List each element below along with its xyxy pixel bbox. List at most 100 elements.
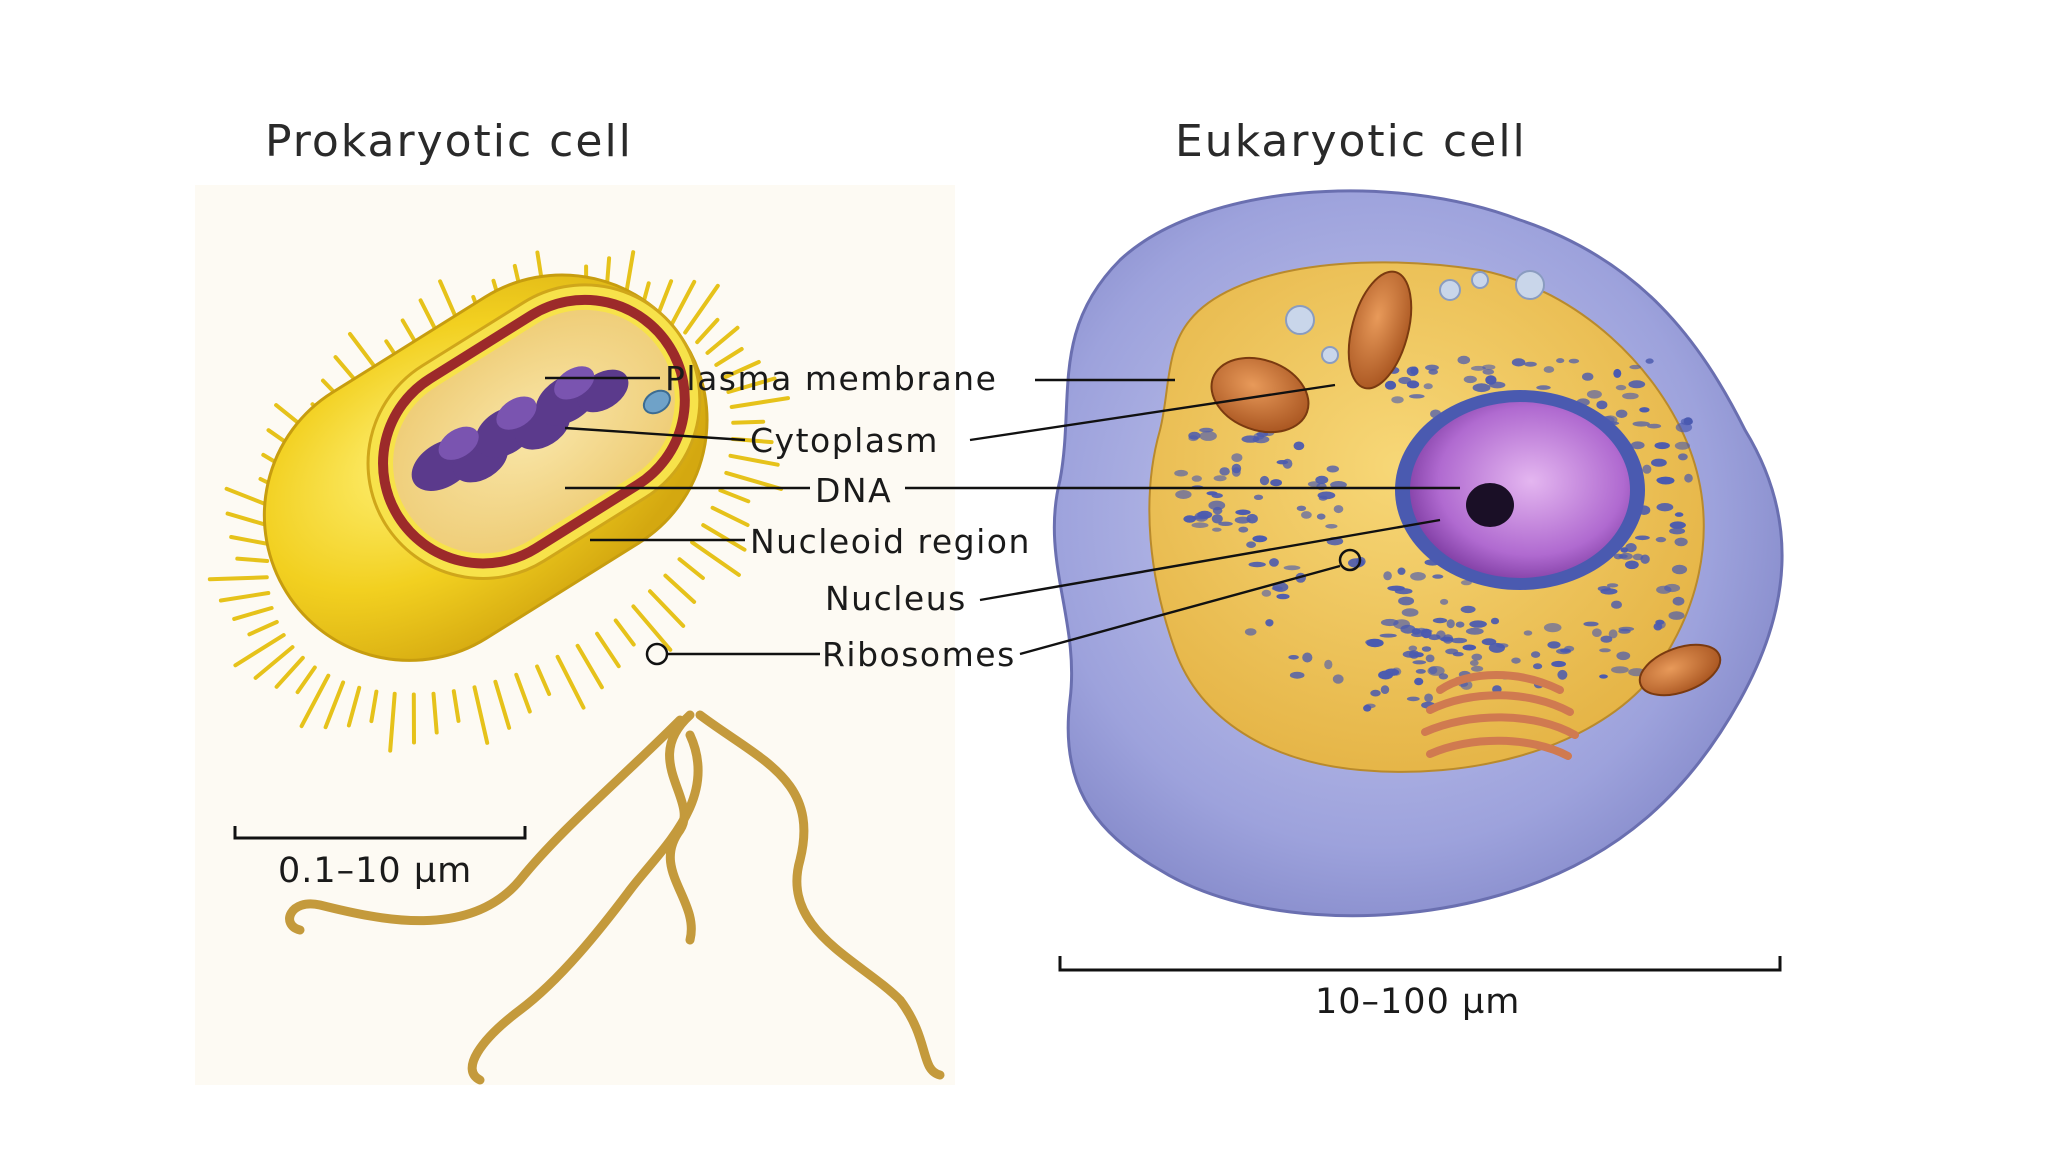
er-granule	[1628, 380, 1646, 389]
pilus	[595, 631, 621, 669]
er-granule	[1556, 358, 1565, 364]
er-granule	[1668, 611, 1685, 620]
pilus	[695, 317, 720, 345]
prokaryotic-scale-label: 0.1–10 µm	[278, 851, 472, 891]
pilus	[431, 691, 439, 735]
er-granule	[1289, 671, 1305, 679]
pilus	[295, 665, 317, 695]
er-granule	[1462, 644, 1477, 651]
er-granule	[1615, 384, 1627, 391]
er-granule	[1394, 588, 1413, 595]
er-granule	[1543, 366, 1555, 373]
pilus	[701, 523, 747, 552]
pilus	[235, 556, 270, 563]
er-granule	[1406, 696, 1420, 702]
er-granule	[1421, 646, 1432, 652]
pilus	[729, 396, 790, 409]
er-granule	[1415, 669, 1426, 674]
er-granule	[1401, 608, 1419, 617]
er-granule	[1642, 464, 1652, 474]
pilus	[705, 325, 740, 355]
er-granule	[1654, 442, 1670, 450]
er-granule	[1332, 674, 1344, 684]
er-granule	[1188, 435, 1199, 442]
er-granule	[1625, 543, 1637, 553]
er-granule	[1608, 629, 1618, 639]
pilus	[274, 655, 305, 689]
er-granule	[1463, 375, 1477, 384]
er-granule	[1425, 364, 1439, 371]
er-granule	[1485, 375, 1497, 385]
mitochondria	[1210, 270, 1722, 697]
er-granule	[1536, 385, 1551, 390]
prokaryotic-cell-illustration	[195, 185, 955, 1085]
er-granule	[1231, 453, 1243, 462]
er-granule	[1671, 564, 1688, 575]
er-granule	[1199, 427, 1214, 433]
er-granule	[1672, 596, 1685, 606]
er-granule	[1283, 565, 1301, 571]
er-granule	[1261, 589, 1272, 597]
pilus	[575, 643, 604, 690]
pilus	[451, 689, 461, 723]
er-granule	[1599, 674, 1608, 679]
er-granule	[1656, 585, 1672, 594]
er-granule	[1383, 571, 1392, 581]
pilus	[472, 685, 490, 745]
er-granule	[1656, 476, 1675, 484]
er-granule	[1583, 621, 1599, 627]
er-granule	[1531, 651, 1541, 658]
er-granule	[1191, 522, 1209, 528]
er-granule	[1253, 494, 1264, 500]
er-granule	[1613, 368, 1622, 378]
prokaryotic-scale-bar: 0.1–10 µm	[233, 826, 527, 891]
nucleolus	[1466, 483, 1514, 527]
er-granule	[1615, 409, 1628, 418]
er-granule	[1199, 431, 1217, 441]
er-granule	[1457, 355, 1471, 365]
label-cytoplasm: Cytoplasm	[750, 421, 939, 460]
er-granule	[1315, 475, 1329, 484]
er-granule	[1301, 511, 1312, 519]
er-granule	[1490, 617, 1500, 625]
er-granule	[1219, 467, 1230, 476]
er-granule	[1252, 535, 1268, 543]
er-granule	[1465, 627, 1484, 635]
er-granule	[1438, 673, 1449, 680]
er-granule	[1246, 541, 1256, 548]
er-granule	[1324, 659, 1333, 670]
er-granule	[1276, 593, 1290, 600]
er-granule	[1653, 622, 1663, 631]
er-granule	[1597, 586, 1611, 592]
er-granule	[1370, 689, 1381, 697]
er-granule	[1543, 623, 1562, 633]
er-granule	[1680, 418, 1693, 426]
er-granule	[1460, 605, 1476, 614]
vesicles	[1285, 270, 1545, 364]
er-granule	[1471, 665, 1484, 672]
label-ribosomes: Ribosomes	[822, 635, 1016, 674]
pilus	[253, 645, 295, 680]
pilus	[728, 453, 780, 467]
er-granule	[1265, 619, 1274, 627]
er-granule	[1618, 554, 1628, 559]
er-granule	[1674, 441, 1690, 450]
pilus	[493, 679, 512, 730]
er-granule	[1455, 621, 1465, 628]
er-granule	[1440, 598, 1449, 605]
er-granule	[1432, 574, 1444, 579]
er-granule	[1400, 624, 1416, 634]
er-granule	[1412, 660, 1427, 665]
er-granule	[1211, 514, 1223, 524]
er-granule	[1175, 490, 1192, 499]
er-granule	[1364, 703, 1376, 709]
er-granule	[1411, 632, 1424, 638]
er-granule	[1410, 366, 1419, 375]
pilus	[388, 691, 397, 753]
er-granule	[1632, 421, 1650, 427]
er-granule	[1639, 407, 1650, 413]
er-granule	[1408, 645, 1418, 652]
er-granule	[1647, 423, 1662, 429]
er-granule	[1586, 390, 1602, 399]
er-granule	[1445, 648, 1459, 655]
